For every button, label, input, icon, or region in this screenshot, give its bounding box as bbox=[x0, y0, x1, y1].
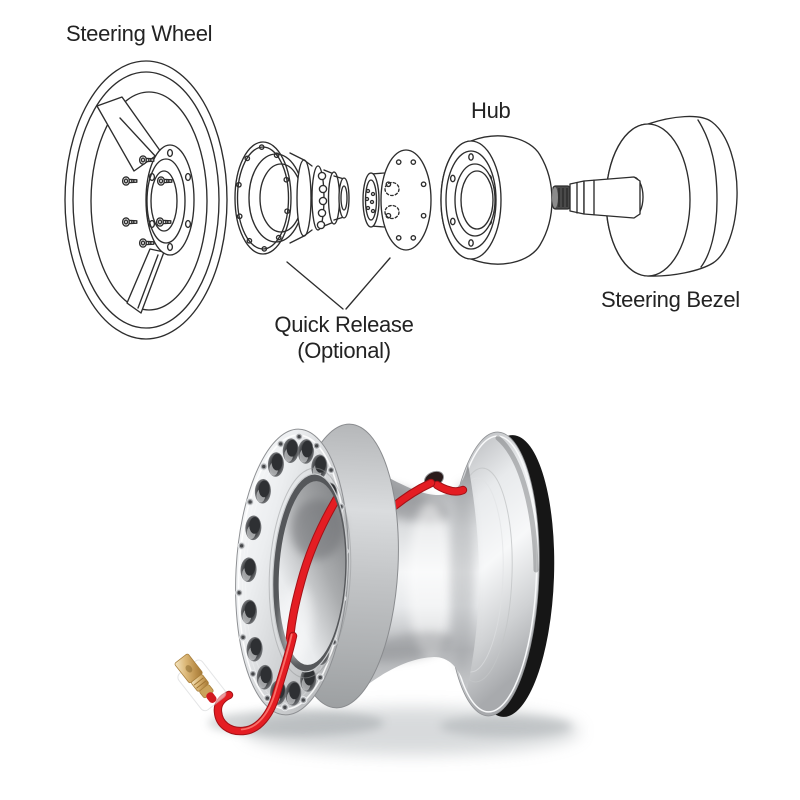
product-photo bbox=[174, 423, 580, 755]
steering-wheel-label: Steering Wheel bbox=[66, 21, 213, 46]
steering-wheel-drawing bbox=[64, 60, 228, 340]
spade-connector bbox=[174, 653, 227, 712]
hub-plate-holes bbox=[148, 148, 192, 252]
hub-label: Hub bbox=[471, 98, 511, 123]
shaft-drawing bbox=[552, 176, 641, 219]
quick-release-label-line1: Quick Release bbox=[274, 312, 414, 337]
quick-release-pointer bbox=[286, 257, 391, 310]
red-wire-bore bbox=[284, 485, 347, 653]
quick-release-flange-holes bbox=[236, 144, 290, 252]
quick-release-label: Quick Release (Optional) bbox=[254, 312, 434, 364]
quick-release-label-line2: (Optional) bbox=[297, 338, 391, 363]
red-wire-lower bbox=[213, 631, 298, 736]
hub-drawing bbox=[440, 135, 553, 265]
steering-bezel-label: Steering Bezel bbox=[601, 287, 740, 312]
quick-release-body-drawing bbox=[234, 141, 350, 255]
quick-release-plate-drawing bbox=[362, 149, 432, 251]
front-flange bbox=[235, 428, 352, 716]
exploded-diagram bbox=[64, 60, 738, 340]
